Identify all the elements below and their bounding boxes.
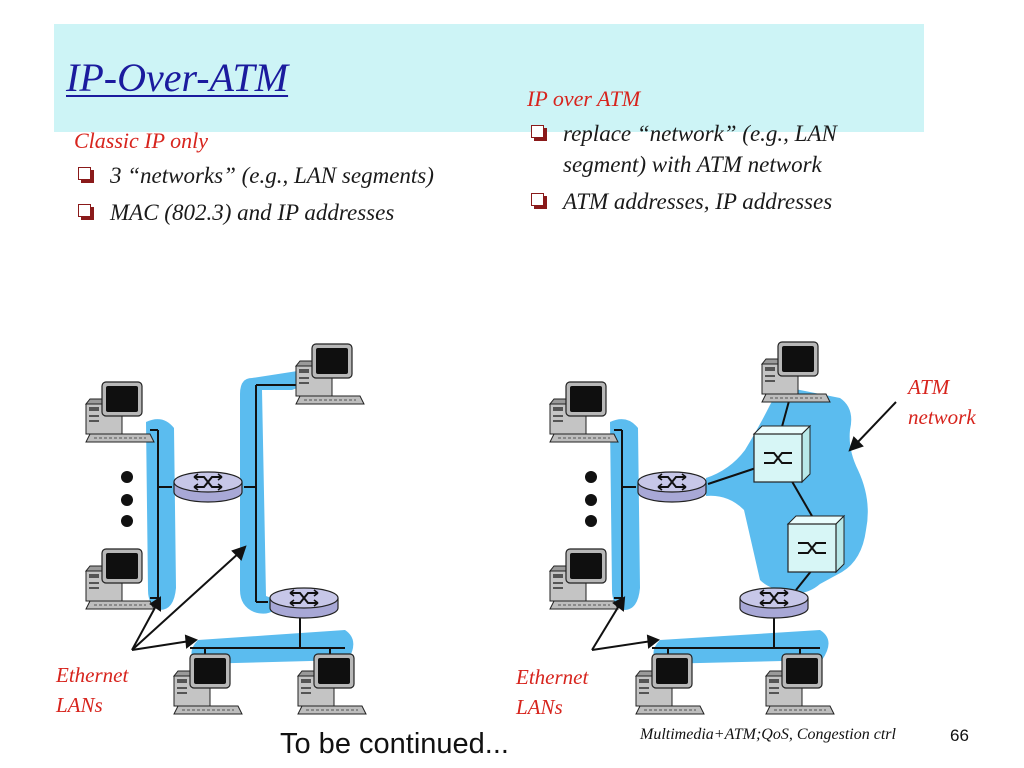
ip-over-atm-heading: IP over ATM bbox=[527, 86, 641, 111]
title-band bbox=[54, 24, 924, 132]
label-line: network bbox=[908, 405, 976, 429]
ellipsis-dot bbox=[121, 471, 133, 483]
lan-segment-center bbox=[240, 370, 305, 614]
ellipsis-dot bbox=[121, 494, 133, 506]
bullet-item: ATM addresses, IP addresses bbox=[527, 186, 887, 217]
ellipsis-dot bbox=[585, 494, 597, 506]
bullet-item: MAC (802.3) and IP addresses bbox=[74, 197, 454, 228]
computer-icon bbox=[297, 653, 367, 715]
label-line: LANs bbox=[56, 693, 103, 717]
label-arrows-right bbox=[591, 401, 897, 651]
footer-text: Multimedia+ATM;QoS, Congestion ctrl bbox=[640, 726, 896, 743]
classic-ip-bullets: 3 “networks” (e.g., LAN segments) MAC (8… bbox=[74, 160, 454, 228]
ip-over-atm-column: IP over ATM replace “network” (e.g., LAN… bbox=[527, 86, 887, 217]
atm-network-label: ATM network bbox=[908, 372, 976, 432]
atm-switch-icon bbox=[753, 425, 811, 483]
router-icon bbox=[739, 587, 809, 619]
classic-ip-heading: Classic IP only bbox=[74, 128, 209, 153]
computer-icon bbox=[85, 548, 155, 610]
bullet-text: MAC (802.3) and IP addresses bbox=[110, 200, 395, 225]
computer-icon bbox=[85, 381, 155, 443]
right-network bbox=[549, 341, 897, 715]
ellipsis-dot bbox=[585, 471, 597, 483]
bullet-square-icon bbox=[78, 204, 91, 217]
bullet-item: replace “network” (e.g., LAN segment) wi… bbox=[527, 118, 887, 180]
bullet-square-icon bbox=[531, 125, 544, 138]
router-icon bbox=[269, 587, 339, 619]
bullet-item: 3 “networks” (e.g., LAN segments) bbox=[74, 160, 454, 191]
lan-segment-left bbox=[610, 419, 640, 610]
ethernet-lans-label-right: Ethernet LANs bbox=[516, 662, 588, 722]
left-network bbox=[85, 343, 367, 715]
bullet-text: ATM addresses, IP addresses bbox=[563, 189, 833, 214]
label-line: LANs bbox=[516, 695, 563, 719]
bullet-text: 3 “networks” (e.g., LAN segments) bbox=[110, 163, 434, 188]
label-arrows-left bbox=[131, 545, 247, 651]
ethernet-lans-label-left: Ethernet LANs bbox=[56, 660, 128, 720]
bullet-square-icon bbox=[78, 167, 91, 180]
lan-segment-left bbox=[146, 419, 176, 610]
continued-text: To be continued... bbox=[280, 728, 509, 760]
classic-ip-column: Classic IP only 3 “networks” (e.g., LAN … bbox=[74, 128, 454, 228]
ip-over-atm-bullets: replace “network” (e.g., LAN segment) wi… bbox=[527, 118, 887, 217]
slide-title: IP-Over-ATM bbox=[66, 55, 289, 100]
router-icon bbox=[173, 471, 243, 503]
computer-icon bbox=[549, 548, 619, 610]
page-number: 66 bbox=[950, 726, 969, 745]
computer-icon bbox=[765, 653, 835, 715]
ellipsis-dot bbox=[121, 515, 133, 527]
computer-icon bbox=[295, 343, 365, 405]
atm-switch-icon bbox=[787, 515, 845, 573]
ellipsis-dot bbox=[585, 515, 597, 527]
computer-icon bbox=[549, 381, 619, 443]
label-line: Ethernet bbox=[56, 663, 129, 687]
router-icon bbox=[637, 471, 707, 503]
computer-icon bbox=[761, 341, 831, 403]
bullet-square-icon bbox=[531, 193, 544, 206]
label-line: Ethernet bbox=[516, 665, 589, 689]
label-line: ATM bbox=[908, 375, 950, 399]
bullet-text: replace “network” (e.g., LAN segment) wi… bbox=[563, 121, 837, 177]
